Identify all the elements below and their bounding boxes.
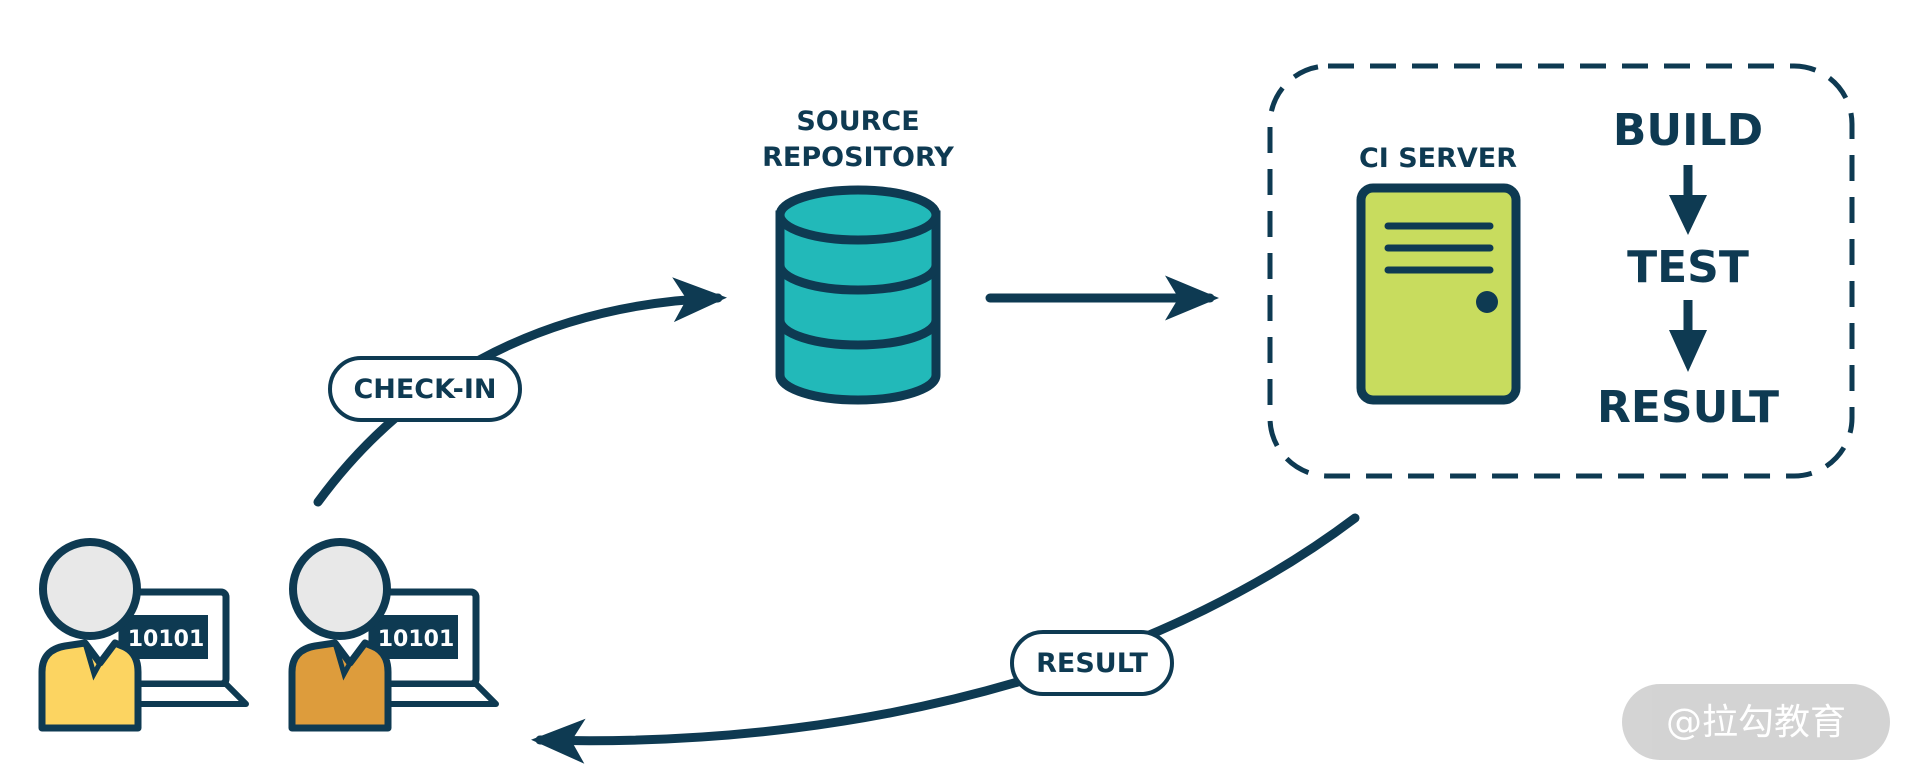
laptop-icon: 10101: [355, 588, 499, 707]
down-arrow-icon: [1669, 165, 1707, 235]
collar: [82, 642, 103, 681]
laptop-screen-text: 10101: [128, 627, 205, 652]
head: [39, 538, 141, 640]
repository-label-line1: SOURCE: [796, 106, 919, 137]
repository-label-line2: REPOSITORY: [762, 142, 954, 173]
pipeline-step-test: TEST: [1627, 242, 1749, 293]
developer-1: 10101: [38, 538, 249, 732]
check-in-label-text: CHECK-IN: [353, 374, 496, 405]
down-arrow-icon: [1669, 300, 1707, 372]
result-label: RESULT: [1010, 630, 1174, 696]
ci-server-label: CI SERVER: [1359, 143, 1517, 174]
check-in-label: CHECK-IN: [328, 356, 522, 422]
pipeline-step-result: RESULT: [1597, 382, 1779, 433]
pipeline-step-build: BUILD: [1613, 105, 1763, 156]
head: [289, 538, 391, 640]
server-icon: [1356, 183, 1521, 405]
ci-boundary: [1267, 63, 1855, 479]
database-icon: [775, 185, 941, 405]
developer-2: 10101: [288, 538, 499, 732]
watermark: @拉勾教育: [1622, 684, 1890, 760]
laptop-icon: 10101: [105, 588, 249, 707]
watermark-text: @拉勾教育: [1666, 702, 1846, 743]
laptop-screen-text: 10101: [378, 627, 455, 652]
shirt: [38, 639, 142, 732]
result-arrow: [531, 513, 1360, 764]
collar: [332, 642, 353, 681]
shirt: [288, 639, 392, 732]
result-label-text: RESULT: [1036, 648, 1148, 679]
